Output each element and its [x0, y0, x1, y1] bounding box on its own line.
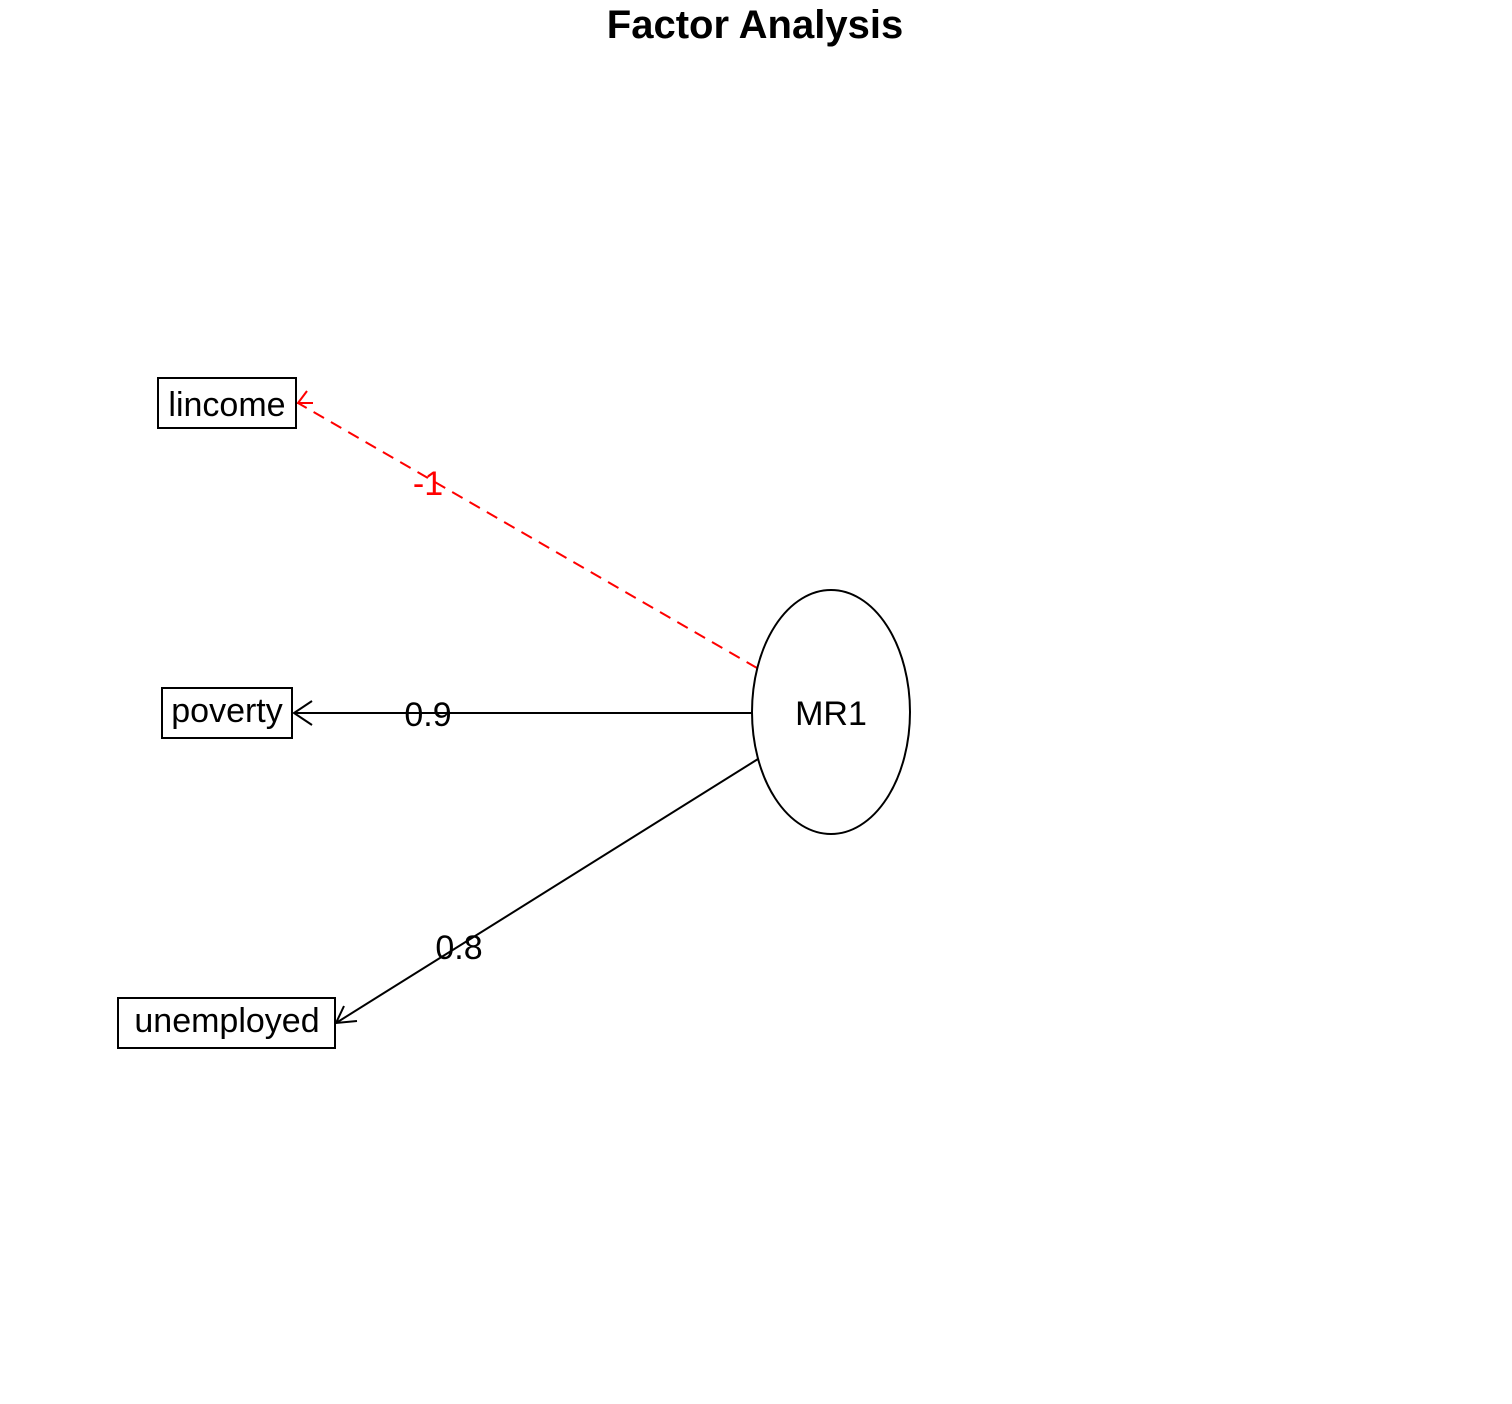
edge-lincome	[296, 390, 758, 669]
factor-node-mr1: MR1	[751, 589, 911, 835]
arrowhead-poverty	[292, 700, 313, 726]
variable-label-poverty: poverty	[171, 692, 283, 730]
variable-box-poverty	[161, 687, 293, 739]
variable-box-lincome	[157, 377, 297, 429]
variable-label-unemployed: unemployed	[134, 1002, 319, 1040]
variable-node-poverty: poverty	[161, 687, 293, 739]
loading-label-unemployed: 0.8	[435, 929, 482, 967]
arrowhead-lincome	[296, 390, 313, 404]
variable-box-unemployed	[117, 997, 336, 1049]
loading-label-poverty: 0.9	[404, 696, 451, 734]
variable-node-lincome: lincome	[157, 377, 297, 429]
loading-label-lincome: -1	[413, 465, 443, 503]
edge-poverty	[292, 700, 752, 726]
variable-label-lincome: lincome	[168, 386, 285, 424]
edge-line-lincome	[297, 402, 758, 669]
diagram-title: Factor Analysis	[607, 3, 903, 47]
factor-label: MR1	[795, 695, 867, 733]
factor-ellipse	[751, 589, 911, 835]
edge-unemployed	[334, 758, 759, 1025]
edge-line-unemployed	[335, 758, 759, 1024]
variable-node-unemployed: unemployed	[117, 997, 336, 1049]
